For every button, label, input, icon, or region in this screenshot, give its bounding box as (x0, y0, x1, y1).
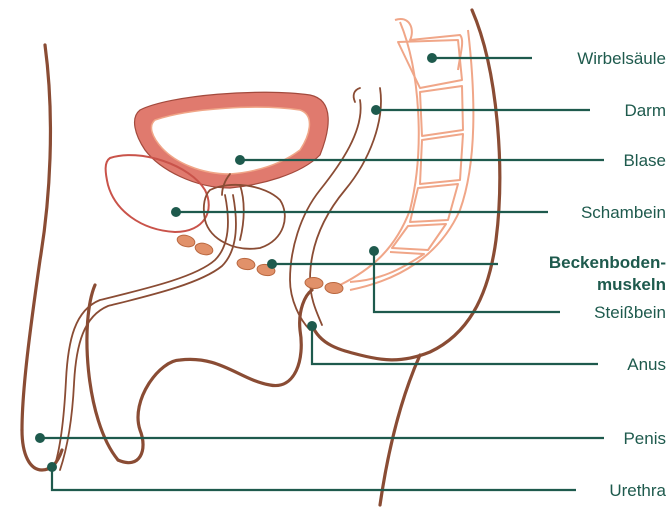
leader-wirbelsaeule (427, 53, 532, 63)
body-outline (22, 10, 500, 505)
label-schambein: Schambein (581, 203, 666, 222)
label-urethra: Urethra (609, 481, 666, 500)
label-blase: Blase (623, 151, 666, 170)
leader-beckenboden (267, 259, 498, 269)
leader-darm (371, 105, 590, 115)
label-anus: Anus (627, 355, 666, 374)
leader-penis (35, 433, 604, 443)
spine (340, 19, 473, 290)
bladder (135, 92, 329, 195)
label-beckenboden-line2: muskeln (597, 275, 666, 294)
leader-urethra (47, 462, 576, 490)
label-penis: Penis (623, 429, 666, 448)
prostate (204, 185, 285, 249)
label-steissbein: Steißbein (594, 303, 666, 322)
leader-anus (307, 321, 598, 364)
label-wirbelsaeule: Wirbelsäule (577, 49, 666, 68)
label-beckenboden-line1: Beckenboden- (549, 253, 666, 272)
leader-steissbein (369, 246, 560, 312)
label-darm: Darm (624, 101, 666, 120)
urethra-tube (54, 195, 236, 470)
